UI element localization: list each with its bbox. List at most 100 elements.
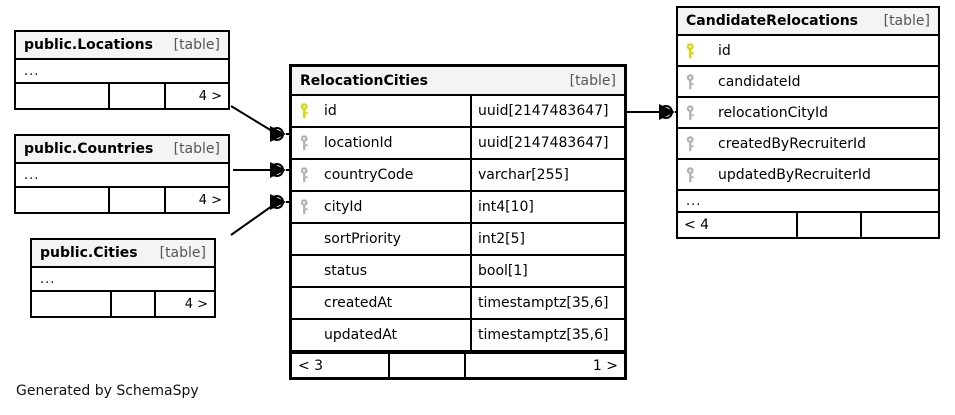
footer-cell-middle[interactable] [388, 354, 464, 377]
column-name-cell: id [678, 36, 938, 65]
column-name-cell: locationId [292, 128, 470, 158]
column-name: countryCode [324, 167, 414, 183]
table-row[interactable]: id [678, 36, 938, 67]
foreign-key-icon [686, 135, 716, 152]
footer-cell-left[interactable]: < 3 [298, 357, 324, 374]
table-type-tag: [table] [173, 141, 220, 157]
table-row[interactable]: relocationCityId [678, 98, 938, 129]
table-header: RelocationCities [table] [292, 67, 624, 96]
table-title: RelocationCities [300, 72, 428, 89]
table-footer: 4 > [32, 292, 214, 316]
footer-cell-right[interactable]: 1 > [464, 354, 624, 377]
column-name-cell: sortPriority [292, 224, 470, 254]
footer-cell-middle[interactable] [108, 188, 164, 212]
primary-key-icon [300, 103, 322, 119]
footer-cell-right[interactable]: 4 > [164, 188, 228, 212]
table-ellipsis-row: ... [678, 191, 938, 213]
column-datatype: uuid[2147483647] [470, 96, 624, 126]
table-footer: 4 > [16, 84, 228, 108]
column-name: updatedAt [324, 327, 398, 343]
column-name-cell: id [292, 96, 470, 126]
column-name-cell: updatedByRecruiterId [678, 160, 938, 189]
table-footer: < 3 1 > [292, 352, 624, 377]
table-footer: 4 > [16, 188, 228, 212]
table-row[interactable]: countryCode varchar[255] [292, 160, 624, 192]
primary-key-icon [686, 42, 716, 59]
relationship-relocationcities-to-candidaterelocations [626, 104, 680, 120]
column-name-cell: relocationCityId [678, 98, 938, 127]
table-candidaterelocations[interactable]: CandidateRelocations [table] id [676, 6, 940, 239]
table-row[interactable]: status bool[1] [292, 256, 624, 288]
column-name: sortPriority [324, 231, 401, 247]
table-row[interactable]: locationId uuid[2147483647] [292, 128, 624, 160]
table-ellipsis-row: ... [16, 60, 228, 84]
table-public-cities[interactable]: public.Cities [table] ... 4 > [30, 238, 216, 318]
table-row[interactable]: updatedAt timestamptz[35,6] [292, 320, 624, 352]
table-type-tag: [table] [159, 245, 206, 261]
table-header: public.Cities [table] [32, 240, 214, 268]
column-datatype: bool[1] [470, 256, 624, 286]
relationship-cities-to-relocationcities [230, 194, 292, 236]
footer-cell-middle[interactable] [796, 213, 860, 237]
column-name-cell: candidateId [678, 67, 938, 96]
generated-by-credit: Generated by SchemaSpy [16, 383, 199, 399]
column-name: status [324, 263, 368, 279]
column-datatype: int4[10] [470, 192, 624, 222]
column-name: cityId [324, 199, 363, 215]
table-title: public.Countries [24, 141, 154, 157]
table-row[interactable]: createdAt timestamptz[35,6] [292, 288, 624, 320]
relationship-countries-to-relocationcities [233, 162, 292, 178]
table-ellipsis-row: ... [32, 268, 214, 292]
column-datatype: varchar[255] [470, 160, 624, 190]
table-type-tag: [table] [173, 37, 220, 53]
column-name: id [718, 42, 731, 59]
column-datatype: timestamptz[35,6] [470, 320, 624, 350]
footer-cell-left[interactable] [16, 188, 108, 212]
column-name: locationId [324, 135, 393, 151]
column-name-cell: createdByRecruiterId [678, 129, 938, 158]
column-datatype: timestamptz[35,6] [470, 288, 624, 318]
column-datatype: uuid[2147483647] [470, 128, 624, 158]
footer-cell-left[interactable] [32, 292, 110, 316]
column-name: candidateId [718, 73, 801, 90]
table-header: CandidateRelocations [table] [678, 8, 938, 36]
footer-cell-left[interactable] [16, 84, 108, 108]
table-type-tag: [table] [569, 72, 616, 89]
table-row[interactable]: sortPriority int2[5] [292, 224, 624, 256]
table-header: public.Countries [table] [16, 136, 228, 164]
column-name: id [324, 103, 337, 119]
footer-cell-right[interactable]: 4 > [164, 84, 228, 108]
table-row[interactable]: createdByRecruiterId [678, 129, 938, 160]
table-title: public.Cities [40, 245, 138, 261]
table-relocationcities[interactable]: RelocationCities [table] id uuid[2147483… [289, 64, 627, 380]
table-row[interactable]: id uuid[2147483647] [292, 96, 624, 128]
foreign-key-icon [686, 73, 716, 90]
column-name-cell: status [292, 256, 470, 286]
column-datatype: int2[5] [470, 224, 624, 254]
footer-cell-right[interactable] [860, 213, 938, 237]
footer-cell-left[interactable]: < 4 [684, 217, 710, 233]
table-public-countries[interactable]: public.Countries [table] ... 4 > [14, 134, 230, 214]
table-row[interactable]: candidateId [678, 67, 938, 98]
footer-cell-middle[interactable] [110, 292, 154, 316]
column-name-cell: cityId [292, 192, 470, 222]
foreign-key-icon [686, 104, 716, 121]
foreign-key-icon [300, 199, 322, 215]
footer-cell-middle[interactable] [108, 84, 164, 108]
table-title: CandidateRelocations [686, 13, 859, 29]
column-name-cell: countryCode [292, 160, 470, 190]
column-name: createdByRecruiterId [718, 135, 867, 152]
column-name: relocationCityId [718, 104, 829, 121]
table-row[interactable]: updatedByRecruiterId [678, 160, 938, 191]
foreign-key-icon [686, 166, 716, 183]
column-name-cell: createdAt [292, 288, 470, 318]
table-row[interactable]: cityId int4[10] [292, 192, 624, 224]
footer-cell-right[interactable]: 4 > [154, 292, 214, 316]
table-public-locations[interactable]: public.Locations [table] ... 4 > [14, 30, 230, 110]
table-ellipsis-row: ... [16, 164, 228, 188]
table-footer: < 4 [678, 213, 938, 237]
column-name: updatedByRecruiterId [718, 166, 871, 183]
column-name: createdAt [324, 295, 393, 311]
relationship-locations-to-relocationcities [230, 105, 292, 142]
